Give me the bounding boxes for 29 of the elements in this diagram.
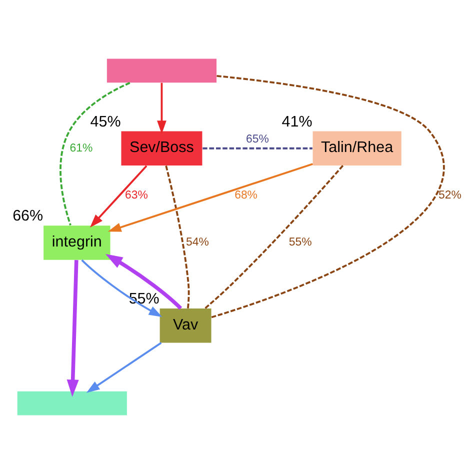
node-box: Sev/Boss bbox=[121, 131, 202, 166]
connector bbox=[204, 165, 344, 310]
arrow bbox=[81, 259, 162, 317]
arrow bbox=[108, 163, 313, 232]
edge-label: 61% bbox=[70, 142, 93, 154]
edge-label: 65% bbox=[246, 133, 269, 146]
arrow bbox=[86, 342, 162, 393]
connector bbox=[211, 75, 444, 318]
node-box: integrin bbox=[44, 226, 110, 260]
edge-label: 68% bbox=[234, 190, 258, 202]
connector bbox=[60, 82, 130, 226]
node-box bbox=[17, 391, 127, 416]
edge-label: 54% bbox=[186, 236, 209, 249]
arrow bbox=[105, 254, 182, 310]
node-label: 55% bbox=[128, 290, 160, 308]
edge-label: 55% bbox=[288, 236, 312, 249]
node-box bbox=[106, 58, 217, 83]
node-label: 41% bbox=[282, 113, 312, 130]
arrow bbox=[157, 82, 166, 134]
node-box: Vav bbox=[160, 308, 212, 343]
arrow bbox=[66, 260, 79, 397]
node-box: Talin/Rhea bbox=[312, 131, 402, 166]
edge-label: 63% bbox=[125, 190, 148, 202]
connector bbox=[202, 147, 312, 150]
node-label: 66% bbox=[12, 208, 44, 225]
edge-label: 52% bbox=[438, 190, 462, 202]
arrow bbox=[90, 165, 148, 228]
connector bbox=[165, 166, 190, 308]
node-label: 45% bbox=[90, 113, 121, 130]
